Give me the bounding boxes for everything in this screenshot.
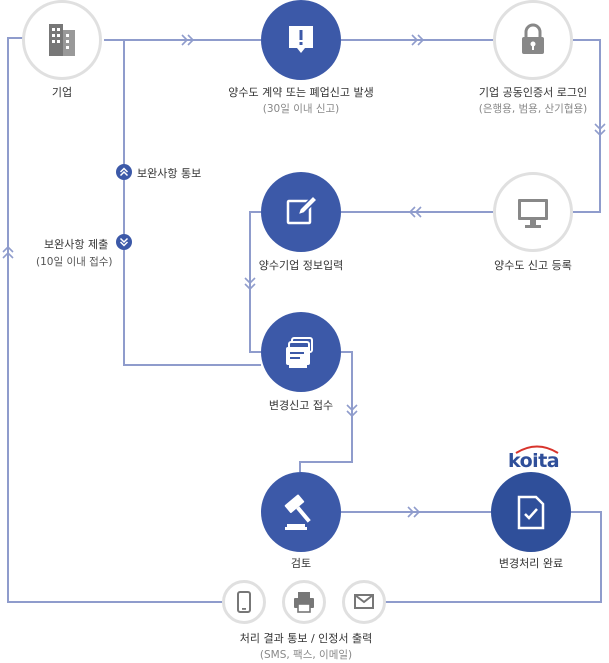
review-label: 검토 — [290, 557, 312, 570]
submit-down-icon — [116, 234, 132, 250]
cert-login-label: 기업 공동인증서 로그인 — [478, 86, 588, 99]
mobile-icon — [237, 591, 251, 613]
change-recv-node — [261, 312, 341, 392]
notify-note: 보완사항 통보 — [137, 167, 202, 180]
report-reg-node — [493, 172, 573, 252]
complete-node — [491, 472, 571, 552]
report-reg-label: 양수도 신고 등록 — [494, 259, 572, 272]
mail-icon — [354, 594, 374, 609]
contract-sub: (30일 이내 신고) — [262, 103, 340, 115]
submit-note: 보완사항 제출 — [44, 238, 109, 251]
cert-login-sub: (은행용, 범용, 산기협용) — [478, 103, 588, 115]
change-recv-label: 변경신고 접수 — [268, 399, 334, 412]
result-sub: (SMS, 팩스, 이메일) — [259, 649, 353, 661]
printer-icon — [294, 592, 314, 613]
submit-note-sub: (10일 이내 접수) — [36, 256, 113, 268]
exclamation-icon — [289, 26, 313, 53]
document-check-icon — [517, 495, 545, 530]
lock-icon — [522, 23, 544, 54]
contract-node — [261, 0, 341, 80]
files-icon — [286, 337, 313, 368]
building-icon — [49, 24, 75, 56]
koita-logo: koita — [508, 445, 560, 472]
gavel-icon — [284, 494, 311, 530]
result-label: 처리 결과 통보 / 인정서 출력 — [239, 632, 373, 645]
mail-node — [342, 580, 386, 624]
company-label: 기업 — [51, 86, 73, 99]
mobile-node — [222, 580, 266, 624]
cert-login-node — [493, 0, 573, 80]
complete-label: 변경처리 완료 — [498, 557, 564, 570]
edit-icon — [286, 194, 319, 225]
logo-arc-icon — [515, 445, 559, 454]
koita-logo-text: koita — [508, 450, 560, 472]
info-input-label: 양수기업 정보입력 — [258, 259, 344, 272]
monitor-icon — [518, 199, 548, 228]
contract-label: 양수도 계약 또는 폐업신고 발생 — [228, 86, 374, 99]
company-node — [22, 0, 102, 80]
review-node — [261, 472, 341, 552]
printer-node — [282, 580, 326, 624]
notify-up-icon — [116, 164, 132, 180]
info-input-node — [261, 172, 341, 252]
